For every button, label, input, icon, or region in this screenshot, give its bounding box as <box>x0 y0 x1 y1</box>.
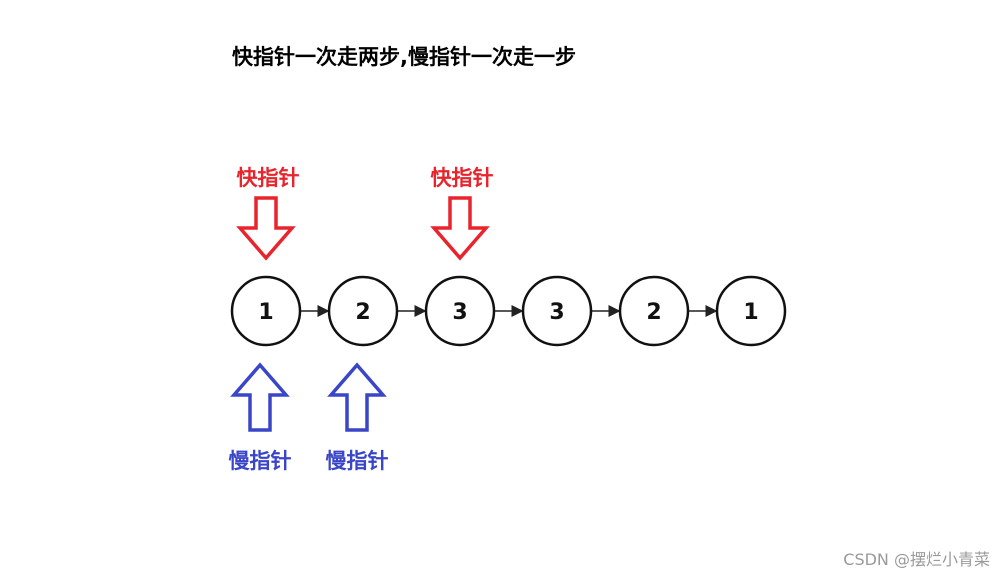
list-node-value-5: 1 <box>743 300 758 325</box>
slow-pointer-arrow-0 <box>230 362 290 432</box>
list-node-value-4: 2 <box>646 300 661 325</box>
fast-pointer-arrow-1 <box>430 196 490 261</box>
list-node-1 <box>327 275 399 347</box>
list-node-value-2: 3 <box>452 300 467 325</box>
fast-pointer-label-0: 快指针 <box>237 166 300 190</box>
slow-pointer-label-0: 慢指针 <box>229 449 292 473</box>
list-node-value-0: 1 <box>258 300 273 325</box>
list-node-4 <box>618 275 690 347</box>
diagram-title: 快指针一次走两步,慢指针一次走一步 <box>232 45 576 69</box>
fast-pointer-label-1: 快指针 <box>431 166 494 190</box>
watermark: CSDN @摆烂小青菜 <box>843 550 990 569</box>
list-node-2 <box>424 275 496 347</box>
list-node-value-1: 2 <box>355 300 370 325</box>
slow-pointer-arrow-1 <box>327 362 387 432</box>
list-node-5 <box>715 275 787 347</box>
list-node-0 <box>230 275 302 347</box>
fast-pointer-arrow-0 <box>236 196 296 261</box>
list-node-3 <box>521 275 593 347</box>
list-node-value-3: 3 <box>549 300 564 325</box>
slow-pointer-label-1: 慢指针 <box>326 449 389 473</box>
